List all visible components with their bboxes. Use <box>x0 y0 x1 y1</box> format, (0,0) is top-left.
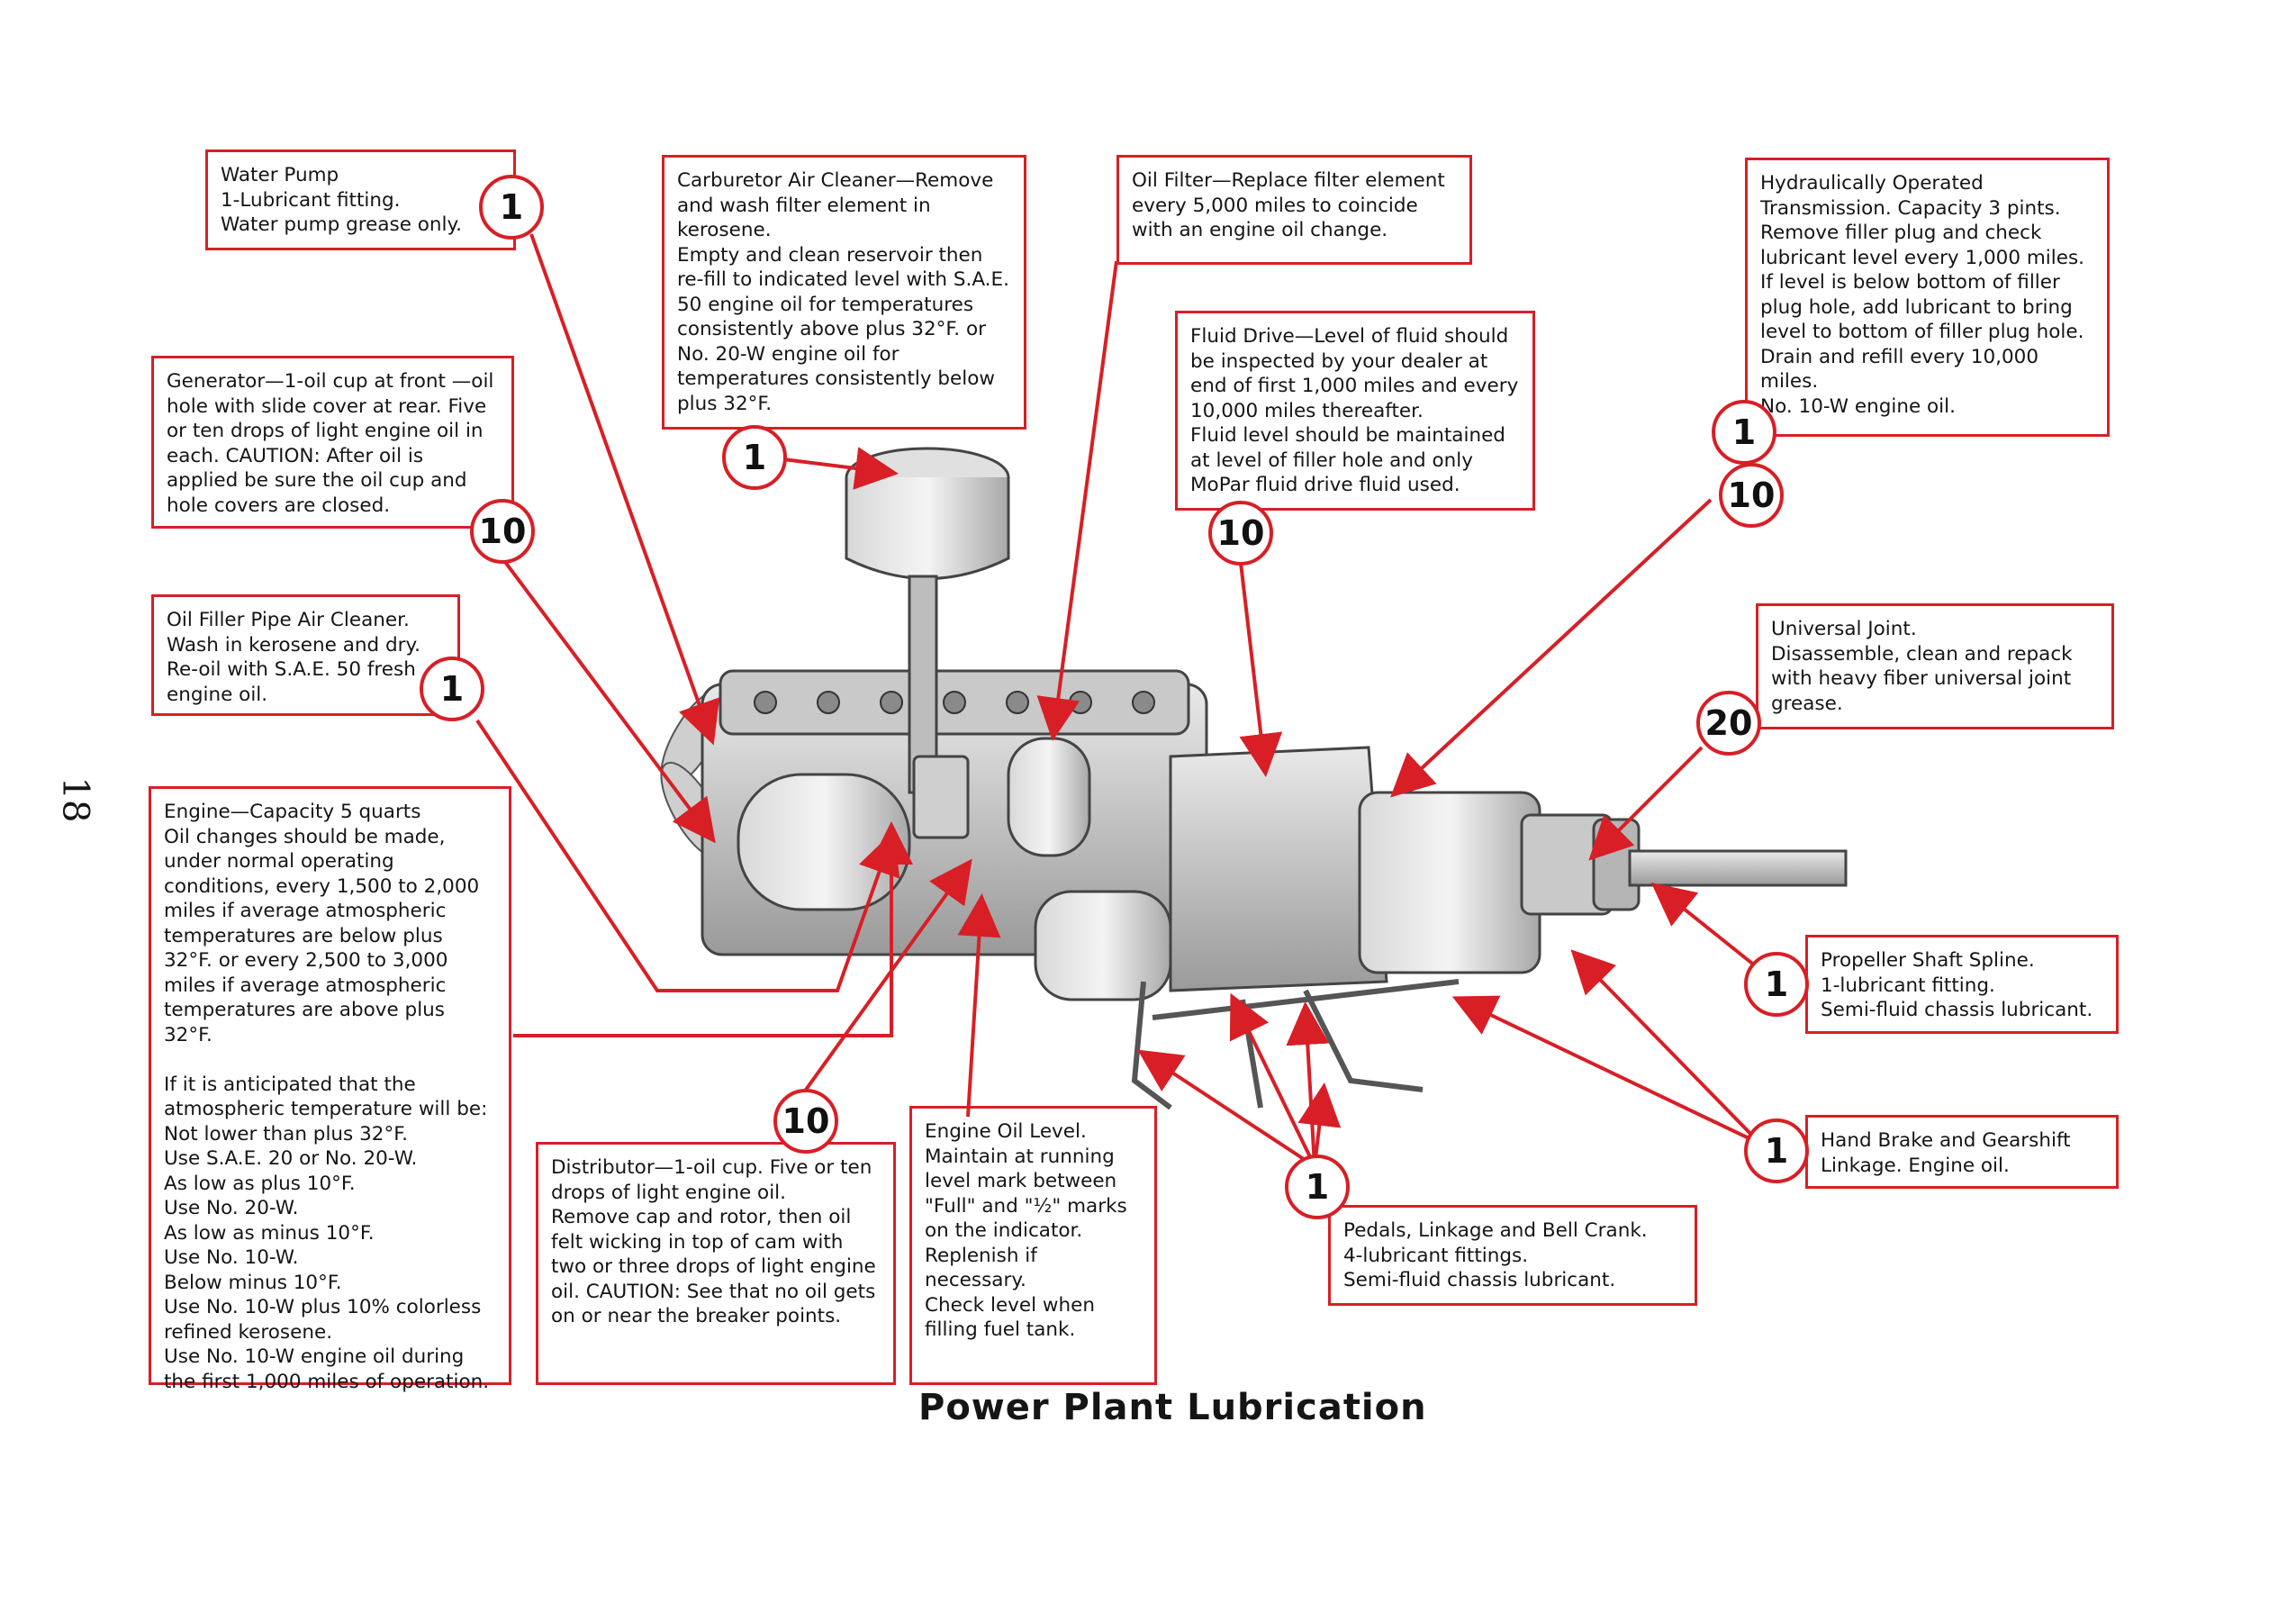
badge-universal-joint: 20 <box>1696 691 1761 756</box>
page-title: Power Plant Lubrication <box>918 1387 1427 1428</box>
badge-propeller-shaft: 1 <box>1744 952 1809 1017</box>
leader-distributor <box>804 858 972 1091</box>
callout-oil-filler: Oil Filler Pipe Air Cleaner. Wash in ker… <box>151 594 460 716</box>
leader-generator <box>501 557 716 844</box>
leader-pedals-a <box>1137 1049 1316 1168</box>
callout-generator: Generator—1-oil cup at front —oil hole w… <box>151 356 514 529</box>
air-cleaner <box>845 447 1010 839</box>
badge-carburetor: 1 <box>722 425 787 490</box>
callout-universal-joint: Universal Joint. Disassemble, clean and … <box>1756 603 2114 729</box>
leader-engine-oil-level <box>957 893 1001 1118</box>
callout-hand-brake: Hand Brake and Gearshift Linkage. Engine… <box>1805 1115 2119 1189</box>
leader-water-pump <box>529 233 720 746</box>
leader-fluid-drive <box>1239 562 1283 777</box>
badge-fluid-drive: 10 <box>1208 501 1273 566</box>
badge-hand-brake: 1 <box>1744 1118 1809 1183</box>
leader-carburetor <box>782 447 899 490</box>
badge-oil-filler: 1 <box>420 657 484 721</box>
leader-pedals-c <box>1286 1001 1330 1167</box>
leader-engine <box>513 821 913 1037</box>
callout-engine-oil-level: Engine Oil Level. Maintain at running le… <box>909 1106 1157 1385</box>
badge-hydraulic-10: 10 <box>1719 463 1784 528</box>
callout-fluid-drive: Fluid Drive—Level of fluid should be ins… <box>1175 311 1535 511</box>
badge-hydraulic-1: 1 <box>1712 400 1776 465</box>
leader-propeller <box>1650 883 1771 979</box>
callout-water-pump: Water Pump 1-Lubricant fitting. Water pu… <box>205 149 516 250</box>
badge-distributor: 10 <box>773 1089 838 1154</box>
callout-pedals: Pedals, Linkage and Bell Crank. 4-lubric… <box>1328 1205 1697 1306</box>
callout-engine: Engine—Capacity 5 quarts Oil changes sho… <box>149 786 511 1393</box>
leader-hand-brake-b <box>1570 949 1762 1146</box>
badge-pedals: 1 <box>1285 1155 1350 1219</box>
callout-hydraulic-transmission: Hydraulically Operated Transmission. Cap… <box>1745 158 2110 437</box>
leader-hand-brake-a <box>1451 995 1761 1146</box>
leader-oil-filler <box>475 719 900 992</box>
leader-universal-joint <box>1588 746 1704 861</box>
leader-pedals-d <box>1297 1082 1342 1167</box>
leader-hydraulic <box>1390 498 1713 798</box>
badge-water-pump: 1 <box>479 175 544 240</box>
callout-oil-filter: Oil Filter—Replace filter element every … <box>1116 155 1472 265</box>
leader-pedals-b <box>1229 992 1316 1167</box>
leader-oil-filter <box>1036 260 1118 741</box>
callout-distributor: Distributor—1-oil cup. Five or ten drops… <box>536 1142 896 1385</box>
callout-carburetor: Carburetor Air Cleaner—Remove and wash f… <box>662 155 1026 430</box>
badge-generator: 10 <box>470 499 535 564</box>
